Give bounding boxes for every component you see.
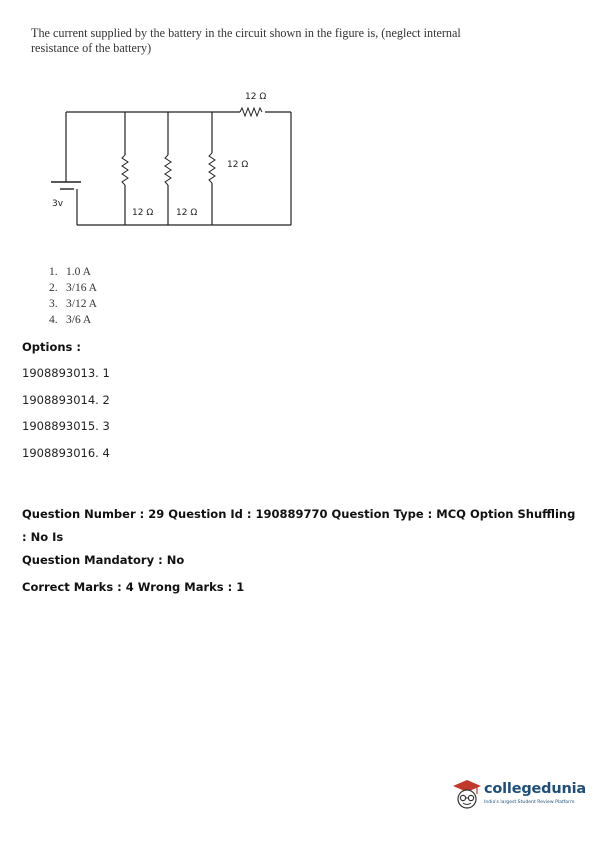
circuit-diagram: 12 Ω 12 Ω 12 Ω 12 Ω 3v: [51, 92, 292, 226]
options-label: Options :: [22, 340, 81, 354]
meta-line-2: Question Mandatory : No: [22, 553, 185, 567]
graduate-mascot-icon: [453, 780, 481, 809]
option-ids: 1908893013. 1 1908893014. 2 1908893015. …: [22, 366, 110, 472]
brand-logo: collegedunia India's largest Student Rev…: [452, 778, 587, 818]
question-text: The current supplied by the battery in t…: [31, 26, 461, 55]
list-item: 1908893015. 3: [22, 419, 110, 433]
label-top-resistor: 12 Ω: [245, 92, 266, 102]
label-battery: 3v: [52, 199, 64, 209]
list-item: 1908893016. 4: [22, 445, 110, 460]
answer-choices: 1.1.0 A 2.3/16 A 3.3/12 A 4.3/6 A: [49, 264, 97, 328]
list-item: 1908893013. 1: [22, 366, 110, 380]
label-resistor-a: 12 Ω: [132, 208, 153, 218]
brand-name: collegedunia: [484, 781, 586, 797]
list-item: 3.3/12 A: [49, 298, 97, 310]
label-resistor-b: 12 Ω: [176, 208, 197, 218]
list-item: 1.1.0 A: [49, 266, 91, 278]
brand-tagline: India's largest Student Review Platform: [484, 800, 575, 805]
question-meta: Question Number : 29 Question Id : 19088…: [22, 503, 582, 599]
list-item: 2.3/16 A: [49, 282, 97, 294]
list-item: 1908893014. 2: [22, 392, 110, 407]
meta-line-1: Question Number : 29 Question Id : 19088…: [22, 507, 576, 544]
list-item: 4.3/6 A: [49, 314, 92, 326]
meta-line-3: Correct Marks : 4 Wrong Marks : 1: [22, 580, 245, 594]
label-right-resistor: 12 Ω: [227, 160, 248, 170]
